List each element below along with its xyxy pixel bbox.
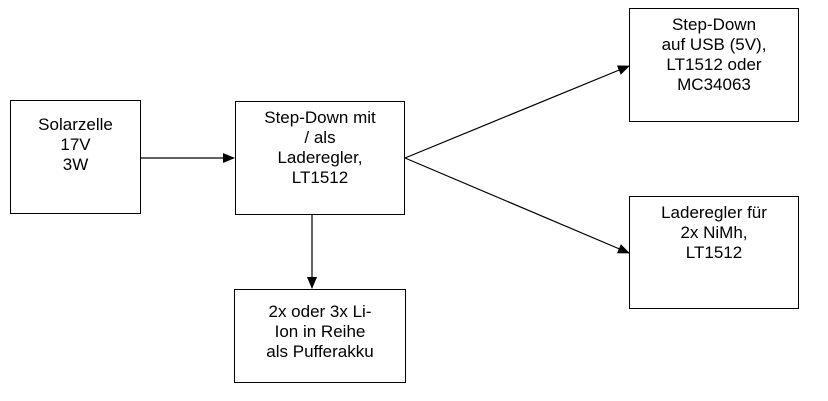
node-solar-line-3: 3W <box>62 155 89 174</box>
node-buffer-battery: 2x oder 3x Li- Ion in Reihe als Pufferak… <box>234 289 406 383</box>
node-usb-line-1: Step-Down <box>671 15 757 34</box>
node-nimh-charger: Laderegler für 2x NiMh, LT1512 <box>629 196 799 309</box>
node-battery-line-3: als Pufferakku <box>266 342 374 361</box>
node-battery-line-1: 2x oder 3x Li- <box>268 302 372 321</box>
node-stepdown-line-3: Laderegler, <box>277 148 363 167</box>
node-nimh-line-3: LT1512 <box>685 243 743 262</box>
node-step-down-charger: Step-Down mit / als Laderegler, LT1512 <box>235 101 405 215</box>
node-stepdown-line-4: LT1512 <box>291 168 349 187</box>
node-usb-line-3: LT1512 oder <box>666 55 762 74</box>
node-battery-line-2: Ion in Reihe <box>274 322 366 341</box>
node-usb-line-2: auf USB (5V), <box>661 35 767 54</box>
node-usb-step-down: Step-Down auf USB (5V), LT1512 oder MC34… <box>629 8 799 122</box>
node-solar-line-1: Solarzelle <box>38 115 113 134</box>
node-solar-line-2: 17V <box>60 135 91 154</box>
node-stepdown-line-1: Step-Down mit <box>264 108 376 127</box>
node-nimh-line-2: 2x NiMh, <box>680 223 748 242</box>
node-stepdown-line-2: / als <box>304 128 336 147</box>
arrow-stepdown-to-nimh <box>404 157 630 254</box>
node-usb-line-4: MC34063 <box>677 75 751 94</box>
node-nimh-line-1: Laderegler für <box>661 203 767 222</box>
arrow-stepdown-to-usb <box>404 65 630 159</box>
node-solar-cell: Solarzelle 17V 3W <box>10 100 141 214</box>
